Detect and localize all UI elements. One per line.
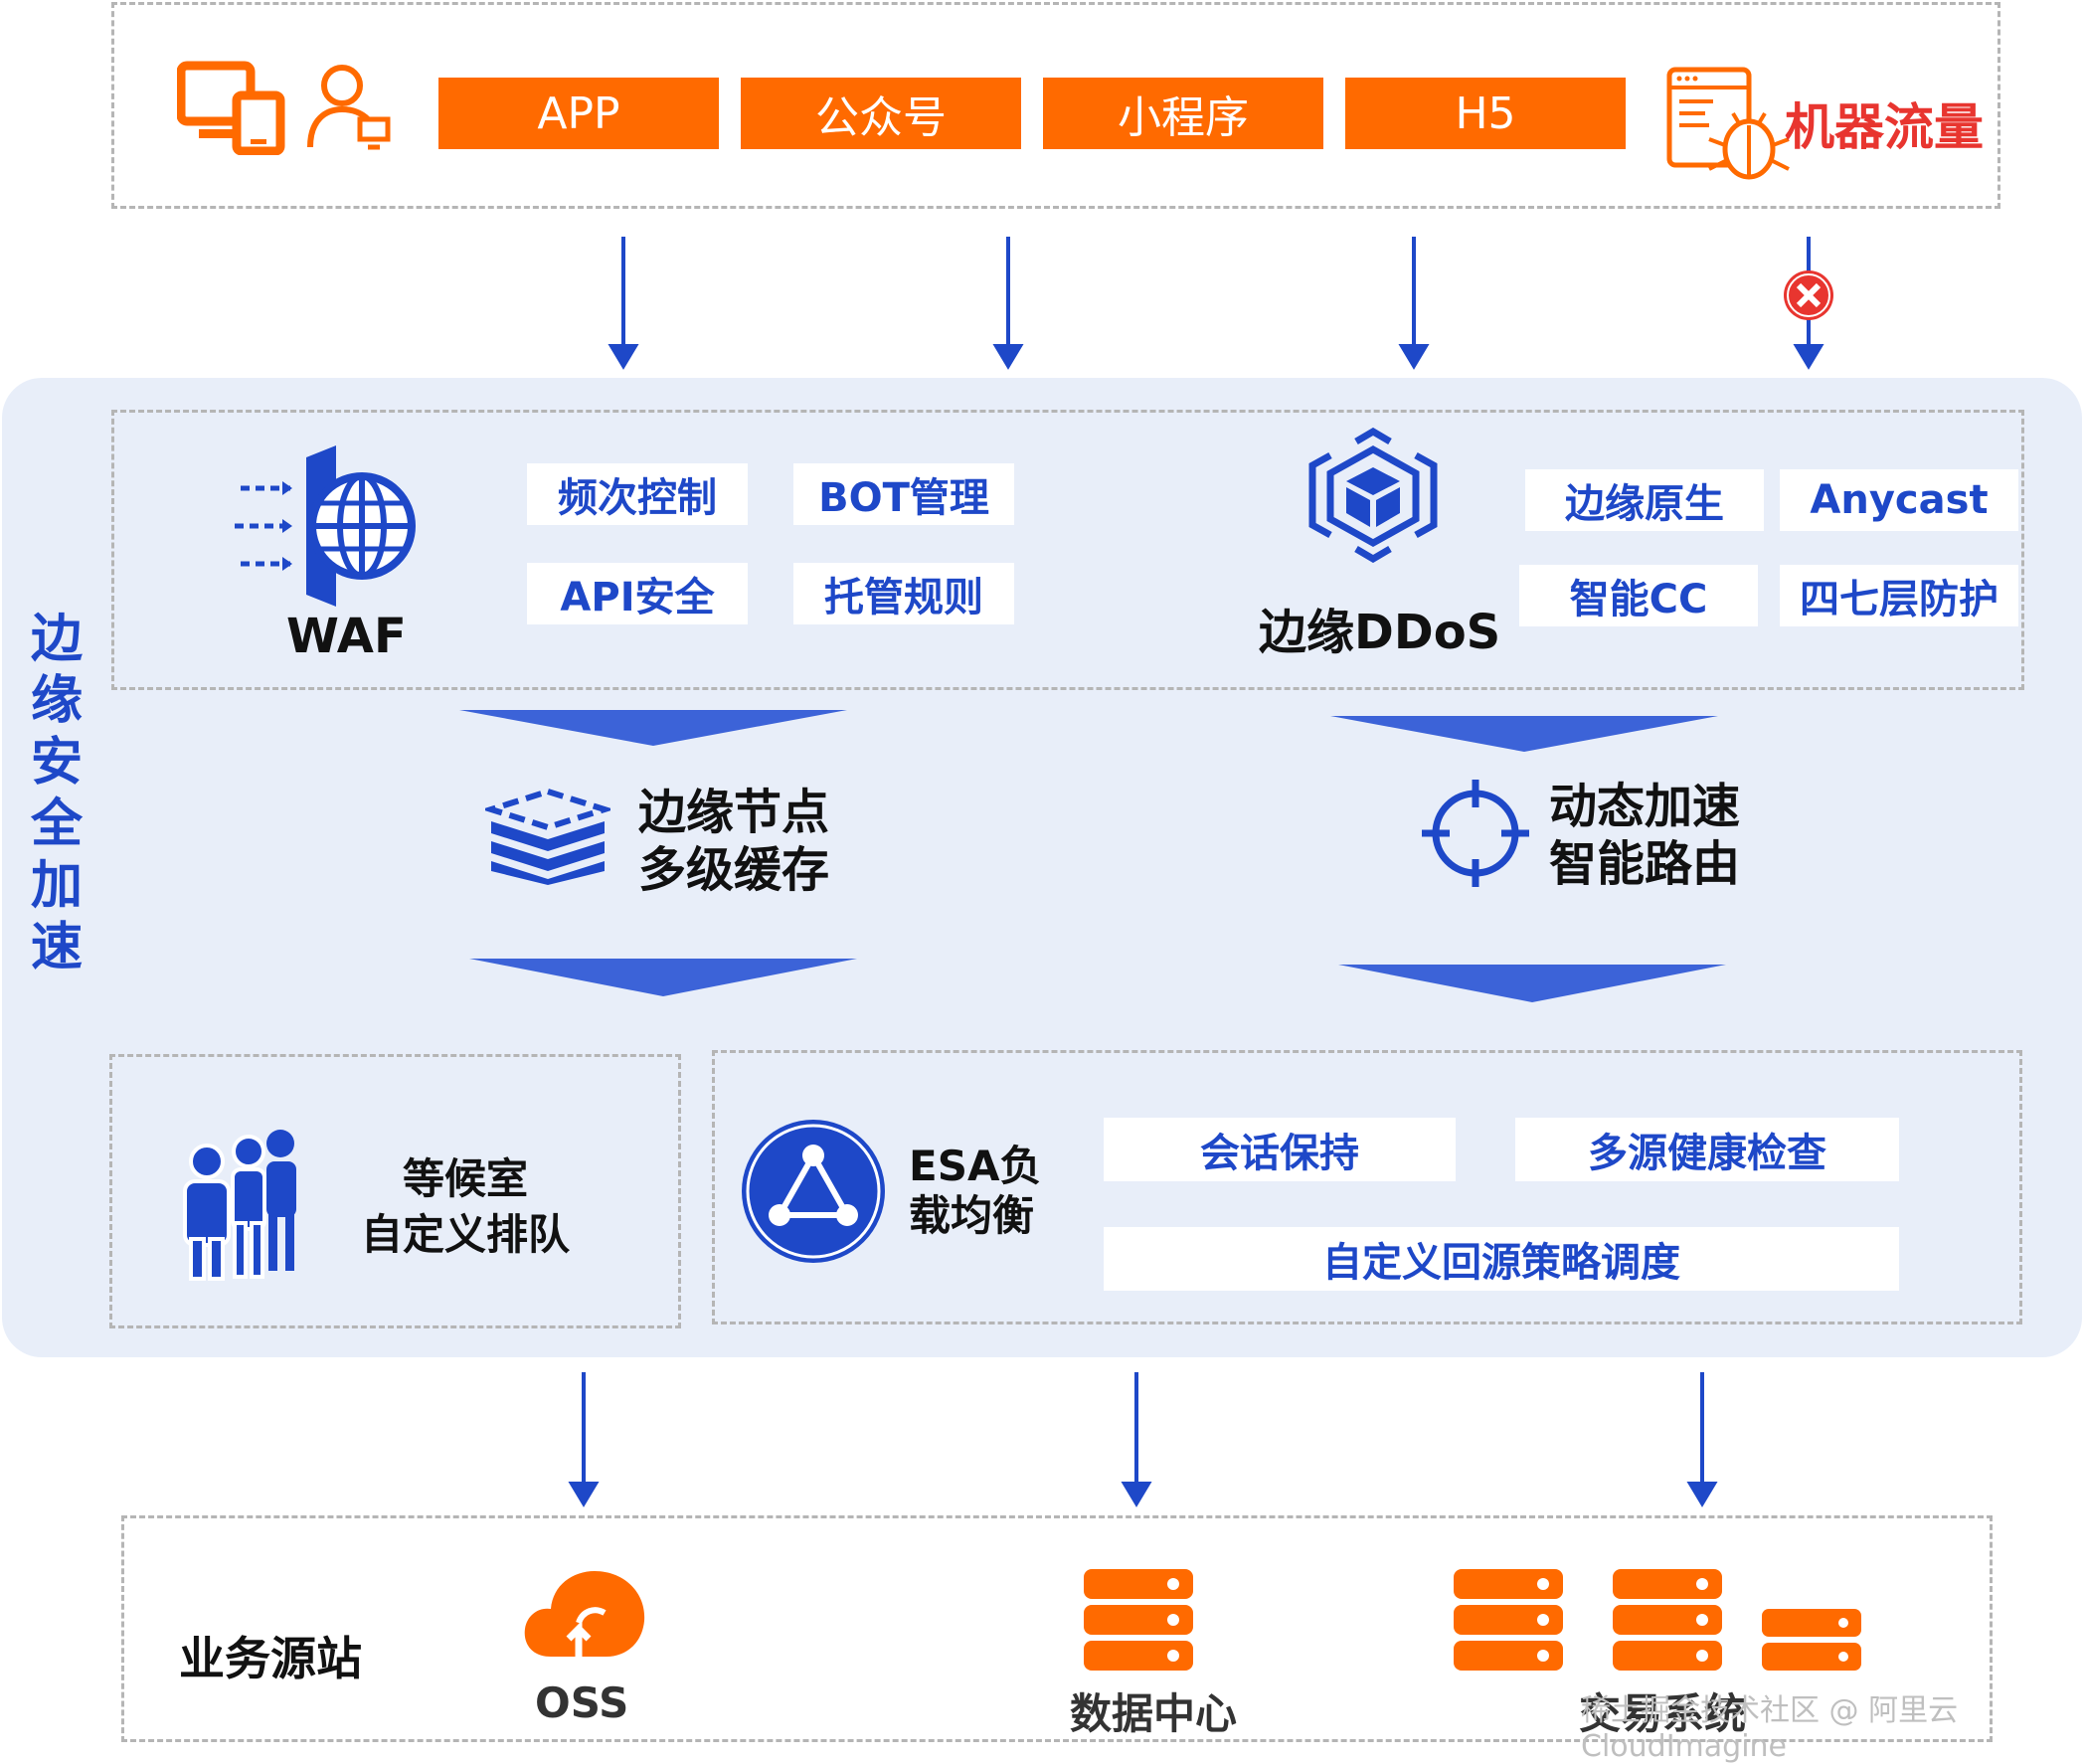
- lb-tag-custom-origin-policy: 自定义回源策略调度: [1104, 1227, 1899, 1291]
- flow-chevrons: [459, 710, 1726, 1002]
- protection-section: [111, 410, 2024, 690]
- oss-cloud-upload-icon: [524, 1571, 645, 1657]
- client-arrows: [608, 237, 1824, 370]
- vertical-title-char: 全: [30, 794, 83, 854]
- lb-tag-session-persistence: 会话保持: [1104, 1118, 1456, 1181]
- esa-lb-line2: 载均衡: [909, 1191, 1035, 1240]
- watermark: 稀土掘金技术社区 @ 阿里云CloudImagine: [1581, 1693, 1959, 1764]
- bot-traffic-label: 机器流量: [1785, 98, 1984, 156]
- user-icon: [307, 65, 391, 150]
- client-app-button: APP: [438, 78, 719, 149]
- origin-data-center-label: 数据中心: [1070, 1689, 1238, 1738]
- vertical-title-char: 安: [30, 733, 83, 793]
- edge-ddos-label: 边缘DDoS: [1259, 605, 1501, 660]
- smart-routing-line2: 智能路由: [1549, 836, 1741, 892]
- esa-lb-line1: ESA负: [909, 1142, 1042, 1190]
- origin-title: 业务源站: [179, 1632, 362, 1685]
- blocked-x-icon: [1784, 270, 1833, 320]
- waf-globe-icon: [235, 445, 416, 607]
- queue-people-icon: [183, 1130, 296, 1281]
- edge-cache-line2: 多级缓存: [638, 842, 830, 898]
- esa-load-balancer-label: ESA负 载均衡: [909, 1142, 1041, 1241]
- edge-ddos-cube-icon: [1308, 428, 1438, 563]
- devices-icon: [177, 61, 285, 155]
- ddos-tag-l4-l7-protection: 四七层防护: [1780, 565, 2018, 626]
- vertical-title-char: 加: [30, 856, 83, 916]
- vertical-title-char: 边: [30, 610, 83, 669]
- smart-routing-label: 动态加速 智能路由: [1549, 778, 1740, 893]
- data-center-server-icon: [1084, 1569, 1193, 1671]
- vertical-title-char: 缘: [30, 671, 83, 731]
- waf-tag-bot-management: BOT管理: [793, 463, 1014, 525]
- origin-trading-system-label: 交易系统: [1579, 1689, 1747, 1738]
- crosshair-routing-icon: [1422, 780, 1529, 887]
- client-h5-button: H5: [1345, 78, 1626, 149]
- trading-system-servers-icon: [1454, 1569, 1861, 1671]
- clients-section: [111, 2, 2000, 209]
- edge-security-vertical-title: 边 缘 安 全 加 速: [22, 609, 91, 978]
- client-mini-program-button: 小程序: [1043, 78, 1323, 149]
- load-balancer-section: [712, 1050, 2022, 1324]
- esa-load-balancer-icon: [742, 1120, 885, 1263]
- waf-tag-api-security: API安全: [527, 563, 748, 624]
- lb-tag-multi-origin-health-check: 多源健康检查: [1515, 1118, 1899, 1181]
- origin-section: [121, 1515, 1993, 1742]
- waf-tag-managed-rules: 托管规则: [793, 563, 1014, 624]
- origin-oss-label: OSS: [535, 1678, 629, 1727]
- smart-routing-line1: 动态加速: [1549, 779, 1741, 834]
- origin-arrows: [568, 1372, 1718, 1507]
- ddos-tag-anycast: Anycast: [1780, 469, 2018, 531]
- waf-tag-rate-control: 频次控制: [527, 463, 748, 525]
- ddos-tag-smart-cc: 智能CC: [1519, 565, 1758, 626]
- waf-label: WAF: [286, 609, 407, 664]
- client-official-account-button: 公众号: [741, 78, 1021, 149]
- ddos-tag-edge-native: 边缘原生: [1525, 469, 1764, 531]
- cache-layers-icon: [485, 788, 610, 885]
- waiting-room-line1: 等候室: [402, 1154, 528, 1203]
- edge-cache-label: 边缘节点 多级缓存: [638, 784, 829, 899]
- vertical-title-char: 速: [30, 918, 83, 977]
- edge-cache-line1: 边缘节点: [638, 785, 830, 840]
- waiting-room-section: [109, 1054, 681, 1328]
- waiting-room-label: 等候室 自定义排队: [346, 1151, 585, 1263]
- waiting-room-line2: 自定义排队: [360, 1210, 570, 1259]
- bot-bug-icon: [1666, 67, 1790, 180]
